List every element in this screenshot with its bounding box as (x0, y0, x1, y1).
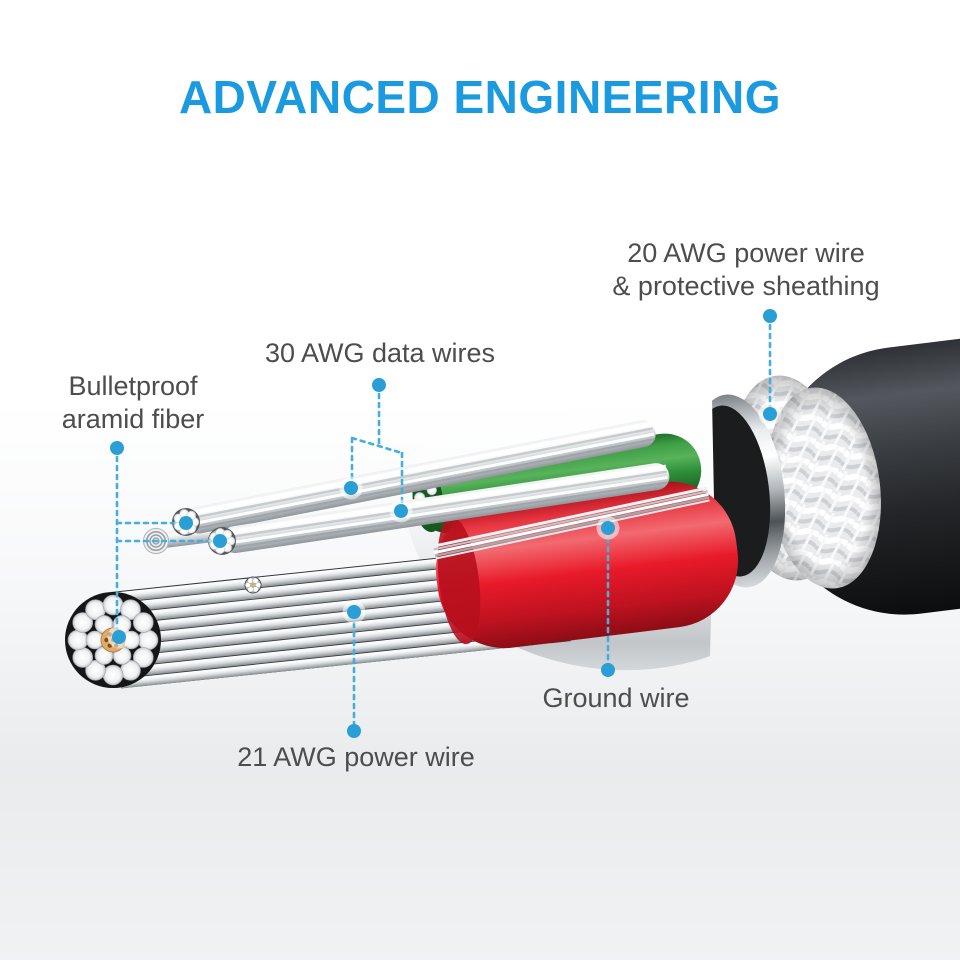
tiny-strand-end (244, 576, 262, 594)
callout-label-aramid: Bulletproof aramid fiber (62, 370, 205, 436)
callout-label-data-wires: 30 AWG data wires (264, 338, 496, 368)
connector-aramid (115, 446, 215, 633)
callout-label-aramid-line2: aramid fiber (61, 404, 205, 434)
callout-connectors (115, 314, 772, 729)
callout-label-power21: 21 AWG power wire (237, 742, 475, 772)
callout-label-sheathing-line2: & protective sheathing (612, 271, 880, 301)
data-wire-2 (221, 463, 670, 554)
callout-label-sheathing-line1: 20 AWG power wire (627, 238, 865, 268)
ground-wire-strands (432, 486, 710, 560)
callout-label-ground: Ground wire (542, 683, 690, 713)
page-title: ADVANCED ENGINEERING (178, 71, 782, 123)
callout-label-sheathing: 20 AWG power wire & protective sheathing (612, 237, 879, 303)
connector-data-wires (350, 383, 404, 511)
data-wire-1 (185, 420, 656, 534)
black-outer-jacket (770, 326, 960, 615)
callout-dots (107, 309, 782, 738)
callout-label-aramid-line1: Bulletproof (68, 371, 198, 401)
